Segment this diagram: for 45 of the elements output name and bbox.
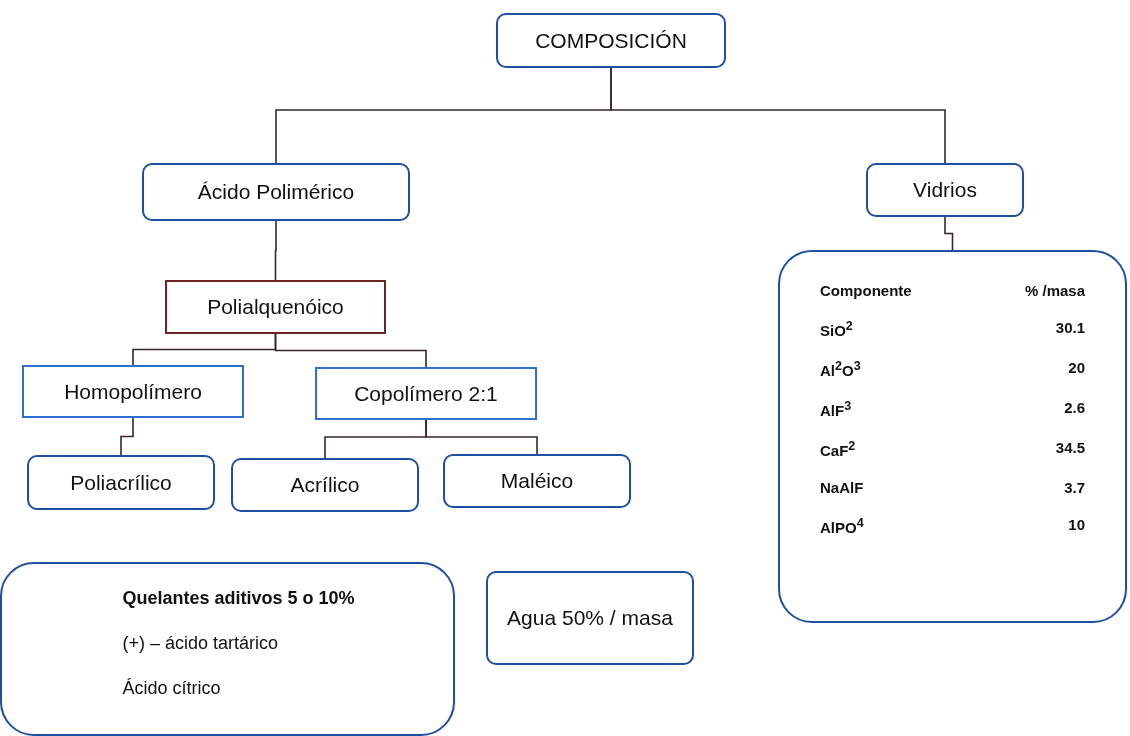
node-label: Agua 50% / masa [507, 606, 673, 630]
component-formula: NaAlF [820, 479, 865, 496]
connector-line [610, 67, 946, 164]
concept-box [22, 365, 244, 418]
note-item: Ácido cítrico [122, 678, 221, 699]
column-header: % /masa [1023, 282, 1086, 299]
node-label: Maléico [500, 469, 574, 493]
concept-box [315, 367, 537, 420]
note-heading: Quelantes aditivos 5 o 10% [122, 588, 355, 609]
connector-line [425, 419, 538, 455]
component-formula: AlPO$^{4}$ [820, 516, 865, 536]
mass-value: 34.5 [1054, 439, 1086, 458]
note-item: (+) – ácido tartárico [122, 633, 279, 654]
concept-box [496, 13, 726, 68]
node-label: Poliacrílico [70, 470, 172, 495]
concept-box [443, 454, 631, 508]
concept-box [142, 163, 410, 221]
component-formula: SiO$^{2}$ [820, 319, 854, 339]
concept-box [27, 455, 215, 510]
connector-line [274, 220, 277, 281]
connector-line [274, 333, 427, 368]
mass-value: 20 [1067, 359, 1086, 378]
node-label: Acrílico [290, 473, 360, 497]
node-label: Copolímero 2:1 [354, 381, 498, 406]
component-formula: Al$^{2}$O$^{3}$ [820, 359, 862, 379]
node-label: Polialquenóico [207, 295, 344, 319]
table-panel [778, 250, 1127, 623]
column-header: Componente [820, 282, 913, 299]
concept-box [231, 458, 419, 512]
mass-value: 3.7 [1063, 479, 1086, 496]
component-formula: AlF$^{3}$ [820, 399, 853, 419]
node-label: Homopolímero [64, 379, 202, 404]
node-label: Vidrios [913, 178, 977, 202]
connector-line [120, 417, 134, 456]
mass-value: 30.1 [1054, 319, 1086, 338]
concept-box [486, 571, 694, 665]
concept-box [165, 280, 386, 334]
note-panel [0, 562, 455, 736]
connector-line [944, 216, 954, 251]
component-formula: CaF$^{2}$ [820, 439, 857, 459]
node-label: Ácido Polimérico [197, 180, 355, 204]
mass-value: 10 [1067, 516, 1086, 535]
mass-value: 2.6 [1063, 399, 1086, 418]
node-label: COMPOSICIÓN [535, 28, 687, 53]
concept-box [866, 163, 1024, 217]
